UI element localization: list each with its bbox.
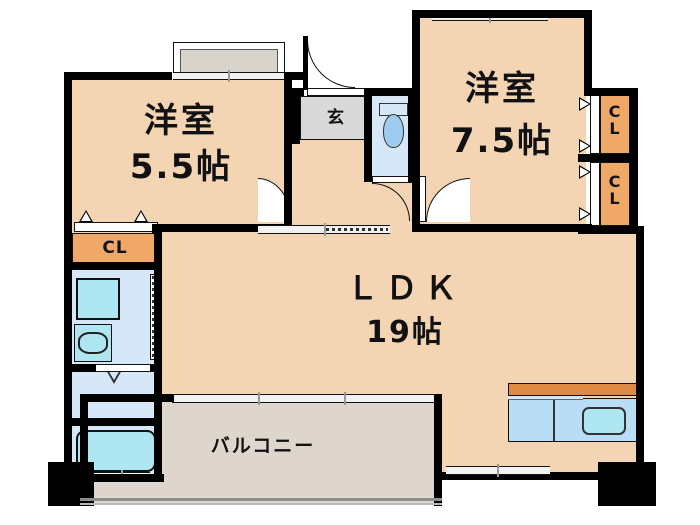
wall-right-closet-top (584, 88, 638, 96)
kitchen-counter-divider (553, 399, 555, 441)
wall-bottom-bath (64, 474, 164, 482)
closet-right-lower-arrow-2 (579, 207, 591, 221)
ldk-hallway-sliding-door-dots (326, 228, 388, 231)
entrance-door-jamb (303, 36, 308, 90)
bay-window-sash-divider (228, 70, 230, 82)
kitchen-counter-edge (508, 396, 583, 400)
bedroom-right-area: 7.5帖 (450, 121, 554, 161)
bedroom-left-name: 洋室 (144, 101, 218, 141)
balcony-label: バルコニー (210, 435, 316, 457)
closet-left-door-track (74, 222, 158, 232)
closet-right-lower-label: C L (608, 172, 622, 208)
wall-closet-left-bottom (64, 262, 162, 270)
ldk-name: ＬＤＫ (346, 269, 464, 307)
closet-left (72, 233, 158, 263)
wall-closet-divider-right (578, 154, 636, 162)
wall-bath-top (64, 418, 162, 426)
wall-right-bedroom-right (584, 10, 592, 94)
wall-top-right-bedroom (412, 10, 592, 18)
kitchen-sink (582, 407, 626, 435)
closet-right-lower-arrow-1 (579, 165, 591, 179)
closet-right-lower-track (590, 162, 600, 226)
wall-ldk-bottom-left (154, 394, 174, 402)
ldk-area: 19帖 (366, 315, 444, 350)
washbasin-bowl (78, 332, 108, 354)
wall-balcony-left (80, 394, 88, 506)
bathtub (76, 430, 156, 472)
genkan-label: 玄 (327, 108, 345, 128)
bath-door-leaf (92, 364, 154, 372)
wall-bedroom-left-right (284, 72, 292, 232)
entrance-door-leaf (307, 88, 365, 96)
wall-toilet-bottom-right (408, 172, 418, 182)
kitchen-upper-cabinet (508, 383, 638, 396)
ldk-hallway-door-div (324, 223, 326, 236)
ldk-balcony-window-div2 (344, 392, 346, 405)
wall-right-closet-bottom (578, 226, 638, 234)
toilet-bowl (383, 114, 404, 148)
washroom-sliding-door-dots (152, 276, 155, 358)
wall-right-closet-outer (630, 88, 638, 232)
wall-ldk-right-exterior (636, 226, 644, 478)
wall-top-left-b (285, 72, 307, 80)
wall-top-left (64, 72, 172, 80)
bay-window-inner (180, 49, 278, 76)
wall-genkan-left (292, 88, 300, 144)
bath-door-marker-inner (108, 370, 120, 380)
wall-ldk-top-left (160, 224, 292, 232)
wall-toilet-left (364, 88, 372, 180)
wall-toilet-top (364, 88, 418, 96)
wall-toilet-bottom-left (364, 172, 372, 182)
ldk-window-bottom-right-div (497, 464, 499, 477)
wall-bedroom-left-bottom (64, 224, 72, 234)
ldk-balcony-window (172, 394, 434, 403)
wall-closet-left-right (154, 232, 162, 270)
ldk-balcony-window-div1 (258, 392, 260, 405)
room-fill-bedroom-left (70, 78, 292, 230)
wall-left-exterior (64, 72, 72, 480)
wall-washroom-bottom-b (150, 364, 162, 372)
closet-right-lower (600, 162, 630, 226)
wall-ldk-bottom-right (440, 472, 612, 480)
wall-balcony-bottom-rail2 (80, 503, 442, 505)
closet-right-upper (600, 94, 630, 154)
bedroom-left-area: 5.5帖 (129, 147, 233, 187)
wall-balcony-top-left (80, 394, 162, 402)
washer-space (76, 278, 120, 320)
wall-washroom-bottom (64, 364, 96, 372)
pipe-shaft-block (598, 462, 656, 506)
wall-ldk-top-right (418, 224, 592, 232)
closet-right-upper-track (590, 94, 600, 154)
closet-right-upper-label: C L (608, 102, 622, 138)
wall-toilet-right (408, 88, 418, 180)
bedroom-right-name: 洋室 (465, 69, 539, 109)
closet-left-door-arrow-1 (79, 210, 93, 222)
wall-bedroom-left-bottom-b (152, 224, 162, 234)
wall-balcony-bottom-rail (80, 498, 442, 501)
wall-balcony-right (434, 394, 442, 506)
genkan-tile (300, 96, 372, 140)
entrance-door-swing (307, 40, 355, 88)
closet-left-label: CL (102, 238, 128, 258)
closet-left-door-arrow-2 (134, 210, 148, 222)
